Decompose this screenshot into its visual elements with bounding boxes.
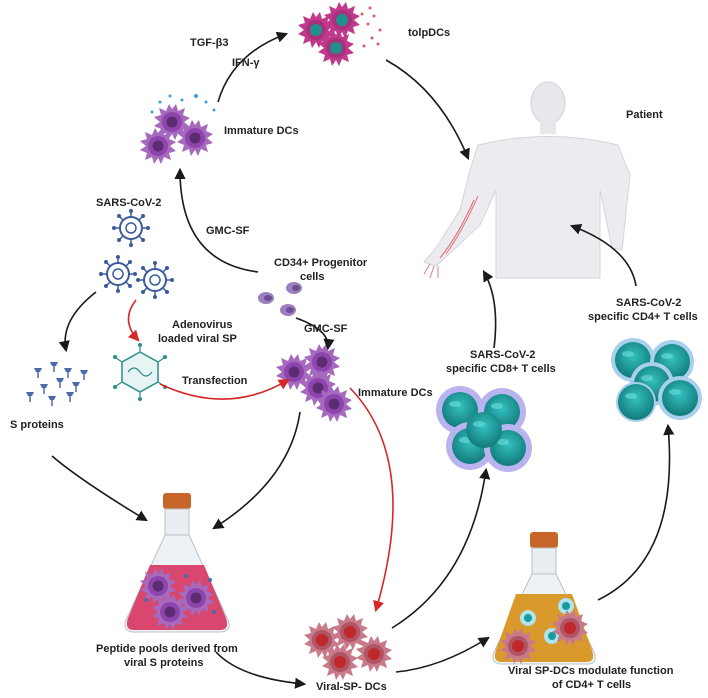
modulation-flask — [492, 532, 596, 665]
arrow-flask-to-viral-sp — [215, 651, 307, 689]
label-peptide-line1: Peptide pools derived from — [96, 643, 238, 655]
s-protein-cluster — [25, 361, 89, 407]
label-cd4-line2: specific CD4+ T cells — [588, 311, 698, 323]
label-modulate-line1: Viral SP-DCs modulate function — [508, 665, 674, 677]
arrow-immature-to-viral-sp — [349, 387, 394, 613]
label-adenovirus-line1: Adenovirus — [172, 319, 233, 331]
cd34-progenitor-cells — [258, 282, 302, 316]
immature-dc-cluster-mid — [276, 344, 352, 422]
label-peptide-line2: viral S proteins — [124, 657, 204, 669]
sars-cov-2-virus-cluster — [98, 208, 175, 300]
label-cd34-line1: CD34+ Progenitor — [274, 257, 368, 269]
label-transfection: Transfection — [182, 375, 248, 387]
label-viral-sp-dcs: Viral-SP- DCs — [316, 681, 387, 693]
label-gmc-sf-left: GMC-SF — [206, 225, 250, 237]
viral-sp-dc-cluster — [304, 614, 392, 680]
patient-figure — [423, 81, 631, 279]
arrow-progenitor-to-immature-top — [174, 167, 259, 273]
arrow-progenitor-to-immature-mid — [295, 317, 335, 351]
label-tolpdcs: tolpDCs — [408, 27, 451, 39]
label-sars-cov-2: SARS-CoV-2 — [96, 197, 162, 209]
label-ifn: IFN-γ — [232, 57, 260, 69]
label-cd8-line1: SARS-CoV-2 — [470, 349, 536, 361]
peptide-flask — [124, 493, 230, 633]
arrow-virus-to-adenovirus — [127, 299, 140, 342]
label-adenovirus-line2: loaded viral SP — [158, 333, 237, 345]
label-modulate-line2: of CD4+ T cells — [552, 679, 632, 691]
arrow-tolpdc-to-patient — [385, 59, 470, 161]
arrow-immature-to-flask — [212, 411, 301, 530]
arrow-cd8-to-patient — [482, 270, 497, 349]
label-immature-dcs-top: Immature DCs — [224, 125, 299, 137]
arrow-viral-sp-to-cd8 — [391, 467, 491, 629]
label-gmc-sf-right: GMC-SF — [304, 323, 348, 335]
adenovirus-icon — [113, 343, 167, 401]
label-s-proteins: S proteins — [10, 419, 64, 431]
label-cd4-line1: SARS-CoV-2 — [616, 297, 682, 309]
label-patient: Patient — [626, 109, 663, 121]
label-tgf: TGF-β3 — [190, 37, 229, 49]
tolpdc-cluster — [298, 2, 382, 66]
immature-dc-cluster-top — [140, 94, 216, 164]
arrow-cd4-to-patient — [569, 223, 637, 287]
label-cd34-line2: cells — [300, 271, 325, 283]
label-immature-dcs-mid: Immature DCs — [358, 387, 433, 399]
arrow-orange-flask-to-cd4 — [597, 423, 675, 601]
arrow-virus-to-sprotein — [58, 291, 97, 353]
arrow-immature-to-tolpdc — [217, 31, 289, 103]
arrow-transfection — [159, 378, 290, 400]
cd4-tcell-cluster — [611, 338, 702, 422]
label-cd8-line2: specific CD8+ T cells — [446, 363, 556, 375]
arrow-sprotein-to-flask — [51, 455, 148, 522]
arrow-viral-sp-to-orange-flask — [395, 636, 490, 673]
cd8-tcell-cluster — [436, 386, 532, 472]
